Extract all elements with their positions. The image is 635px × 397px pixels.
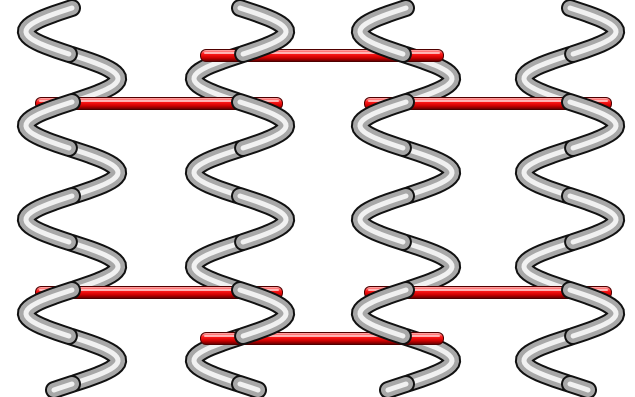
helix-rendering [0,0,635,397]
helix-scene-svg [0,0,635,397]
